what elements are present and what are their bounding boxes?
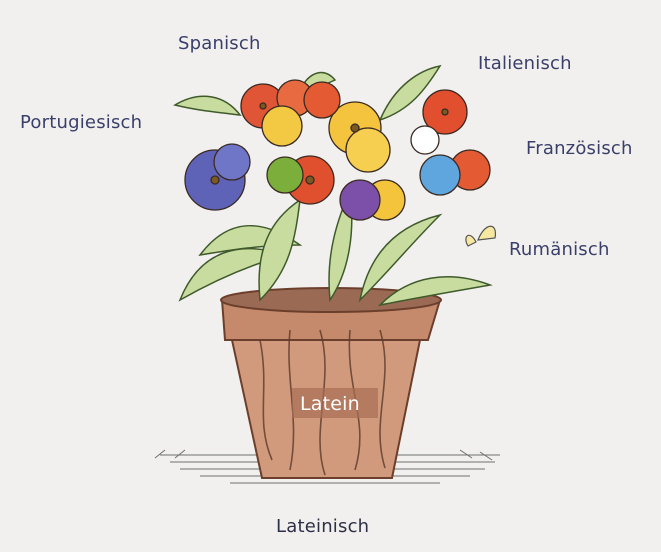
label-latein: Latein: [300, 393, 360, 415]
label-portugiesisch: Portugiesisch: [20, 112, 142, 133]
label-italienisch: Italienisch: [478, 53, 572, 74]
label-franzoesisch: Französisch: [526, 138, 633, 159]
label-spanisch: Spanisch: [178, 33, 261, 54]
label-lateinisch: Lateinisch: [276, 516, 369, 537]
flower-pot: [221, 288, 441, 478]
butterfly: [466, 226, 496, 246]
label-rumaenisch: Rumänisch: [509, 239, 610, 260]
flowers: [185, 80, 490, 220]
